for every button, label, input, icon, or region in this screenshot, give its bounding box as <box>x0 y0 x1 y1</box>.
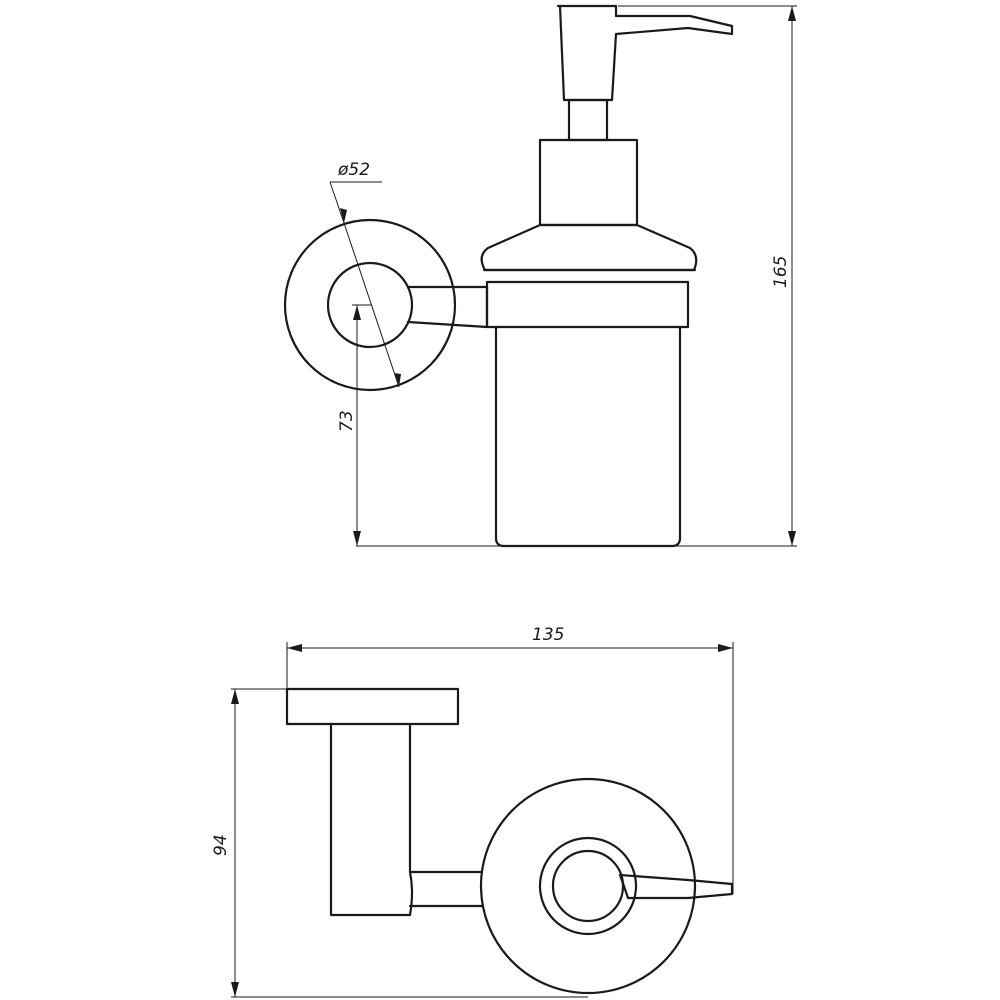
lid <box>480 223 698 272</box>
wall-rosette <box>283 218 457 392</box>
mount-height-label: 73 <box>337 410 357 432</box>
holder-arm <box>406 285 489 329</box>
glass-body <box>494 325 682 548</box>
diameter-label: ø52 <box>337 160 370 180</box>
top-view: 135 94 <box>211 625 734 998</box>
holder-top-ring <box>479 777 697 995</box>
collar-top <box>538 836 638 936</box>
pump-nozzle <box>556 4 734 102</box>
width-label: 135 <box>532 625 564 645</box>
pump-stem <box>567 98 609 142</box>
arm-post <box>329 722 414 917</box>
rosette-inner <box>326 261 414 349</box>
nozzle-top <box>618 873 734 900</box>
wall-plate <box>285 687 460 726</box>
front-view: ø52 73 165 <box>283 4 797 548</box>
holder-ring <box>485 280 690 329</box>
arm-horizontal <box>408 870 484 908</box>
stem-top <box>551 849 625 923</box>
depth-label: 94 <box>211 834 231 856</box>
pump-collar <box>538 138 639 227</box>
total-height-label: 165 <box>771 256 791 288</box>
